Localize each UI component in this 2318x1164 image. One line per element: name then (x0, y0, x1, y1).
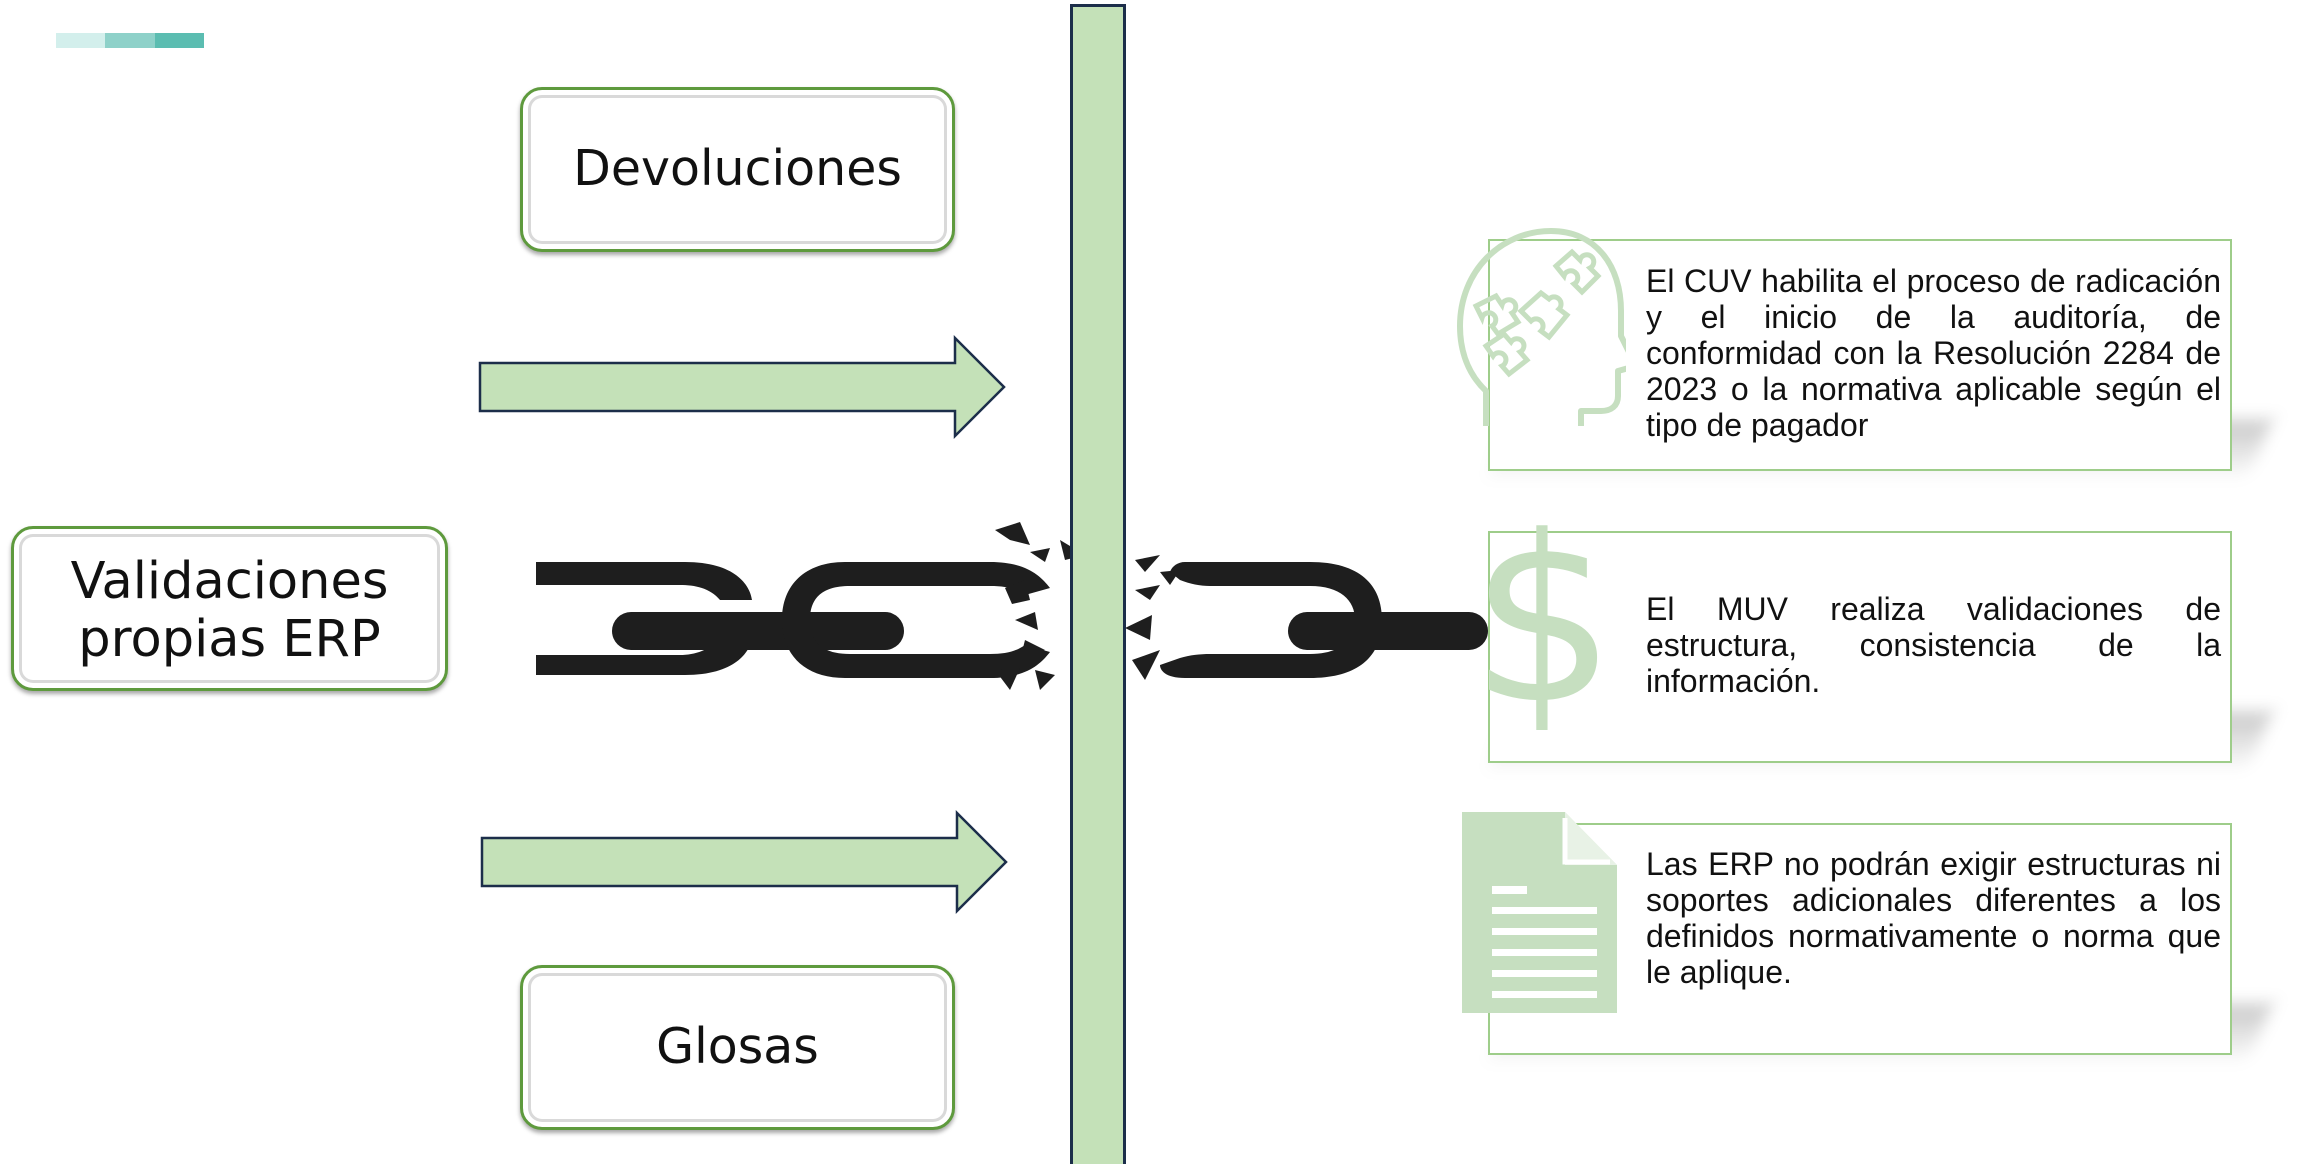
chain-fragment (1020, 640, 1045, 660)
validaciones-box: Validaciones propias ERP (11, 526, 448, 691)
dollar-icon: $ (1483, 510, 1603, 730)
chain-fragment (1015, 612, 1038, 630)
decorative-color-bar (56, 33, 204, 48)
icon-panel (1490, 241, 1624, 469)
chain-link-left-partial (536, 562, 752, 675)
info-text-erp: Las ERP no podrán exigir estructuras ni … (1646, 846, 2221, 990)
chain-bar-right (1288, 612, 1488, 650)
validaciones-label-line1: Validaciones (70, 551, 389, 611)
chain-link-right (1160, 562, 1382, 678)
svg-text:$: $ (1483, 510, 1603, 730)
chain-fragment (1005, 580, 1030, 604)
info-box-cuv (1488, 239, 2232, 471)
validaciones-label-line2: propias ERP (78, 609, 381, 669)
broken-chain-icon (536, 522, 1488, 690)
devoluciones-label: Devoluciones (573, 140, 902, 198)
info-text-muv: El MUV realiza validaciones de estructur… (1646, 591, 2221, 699)
arrow-right-bottom (480, 809, 1008, 915)
chain-fragment (1135, 555, 1160, 572)
chain-fragment (1030, 548, 1050, 562)
chain-fragment (1035, 670, 1055, 690)
chain-link-middle (782, 562, 1050, 678)
chain-bar-left (612, 612, 904, 650)
chain-fragment (995, 522, 1030, 545)
document-icon (1462, 812, 1617, 1013)
chain-fragment (1125, 615, 1152, 640)
devoluciones-box: Devoluciones (520, 87, 955, 252)
icon-panel (1490, 533, 1624, 761)
deco-segment-light (56, 33, 106, 48)
deco-segment-medium (105, 33, 155, 48)
info-box-muv (1488, 531, 2232, 763)
chain-fragment (995, 668, 1020, 690)
glosas-box: Glosas (520, 965, 955, 1130)
info-text-cuv: El CUV habilita el proceso de radicación… (1646, 263, 2221, 443)
deco-segment-dark (154, 33, 204, 48)
head-puzzle-icon (1457, 228, 1626, 426)
chain-fragment (1132, 650, 1160, 680)
arrows-group (478, 334, 1008, 915)
arrow-right-top (478, 334, 1006, 440)
chain-fragment (1135, 585, 1160, 600)
barrier-wall (1070, 4, 1126, 1164)
glosas-label: Glosas (656, 1018, 819, 1076)
